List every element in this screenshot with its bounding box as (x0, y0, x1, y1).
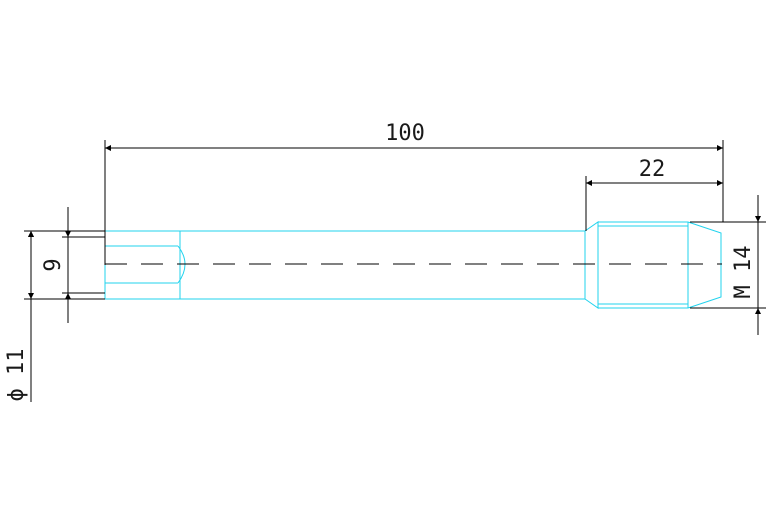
dim-outer-diameter: ϕ 11 (4, 230, 105, 402)
dim-label-11: ϕ 11 (4, 349, 29, 402)
dim-label-m14: M 14 (731, 246, 756, 299)
transition-chamfer (584, 221, 599, 309)
dim-inner-diameter: 9 (41, 207, 105, 323)
part-outline (104, 221, 722, 309)
dim-thread-length: 22 (585, 157, 723, 231)
dim-label-9: 9 (41, 258, 66, 271)
head-chamfer (687, 221, 722, 309)
dim-label-100: 100 (385, 121, 425, 146)
left-section (104, 230, 181, 300)
dim-overall-length: 100 (104, 121, 724, 265)
dim-label-22: 22 (639, 157, 666, 182)
dim-thread-diameter: M 14 (690, 195, 766, 335)
